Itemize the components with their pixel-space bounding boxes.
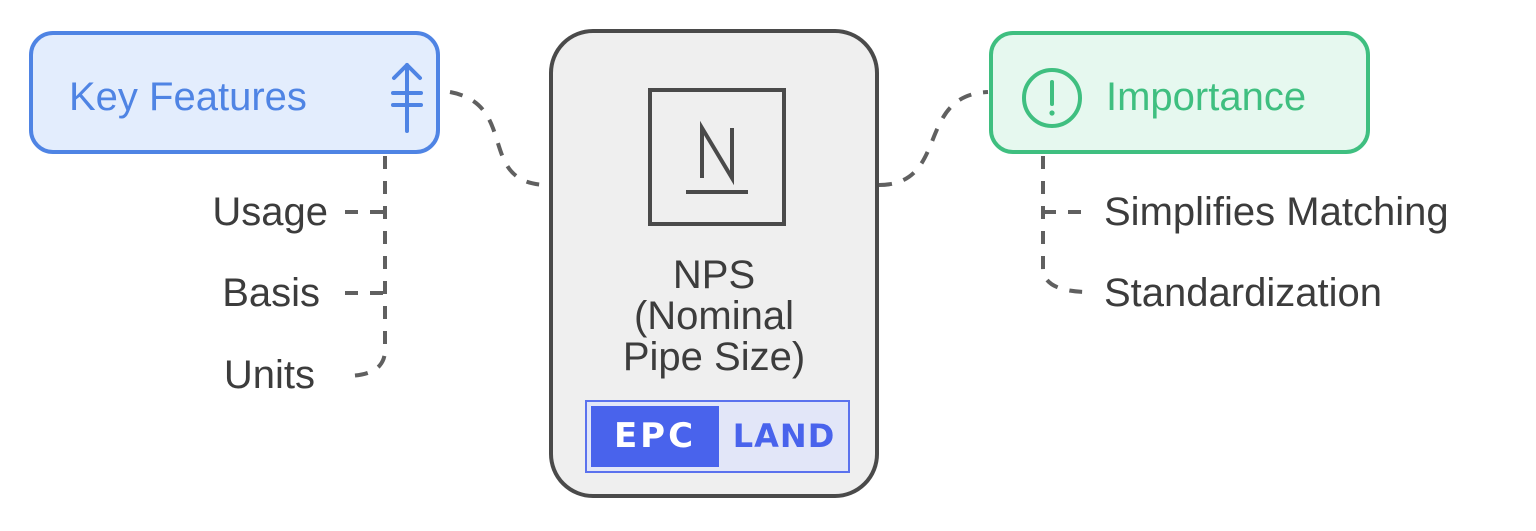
center-label-line-1: NPS <box>672 253 756 297</box>
center-label-line-2: (Nominal <box>633 294 795 338</box>
epcland-logo: EPC LAND <box>585 400 850 473</box>
center-label-line-3: Pipe Size) <box>622 335 806 379</box>
leaf-simplifies-matching: Simplifies Matching <box>1104 190 1449 234</box>
importance-title: Importance <box>1106 75 1307 119</box>
center-label: NPS (Nominal Pipe Size) <box>553 255 875 378</box>
connector-importance-trunk <box>1041 156 1091 294</box>
letter-n-icon <box>648 88 786 231</box>
connector-center-importance <box>878 90 989 187</box>
leaf-usage: Usage <box>212 190 328 234</box>
connector-key-features-center <box>449 90 550 187</box>
arrow-up-icon <box>385 61 429 140</box>
logo-left-text: EPC <box>591 406 719 467</box>
logo-right-text: LAND <box>732 417 836 455</box>
importance-node: Importance <box>989 31 1370 154</box>
leaf-units: Units <box>223 353 315 397</box>
center-node: NPS (Nominal Pipe Size) EPC LAND <box>549 29 879 498</box>
key-features-title: Key Features <box>69 75 307 119</box>
leaf-standardization: Standardization <box>1104 271 1382 315</box>
key-features-node: Key Features <box>29 31 440 154</box>
exclamation-icon <box>1021 67 1083 134</box>
leaf-basis: Basis <box>222 271 320 315</box>
connector-key-features-trunk <box>344 156 387 378</box>
